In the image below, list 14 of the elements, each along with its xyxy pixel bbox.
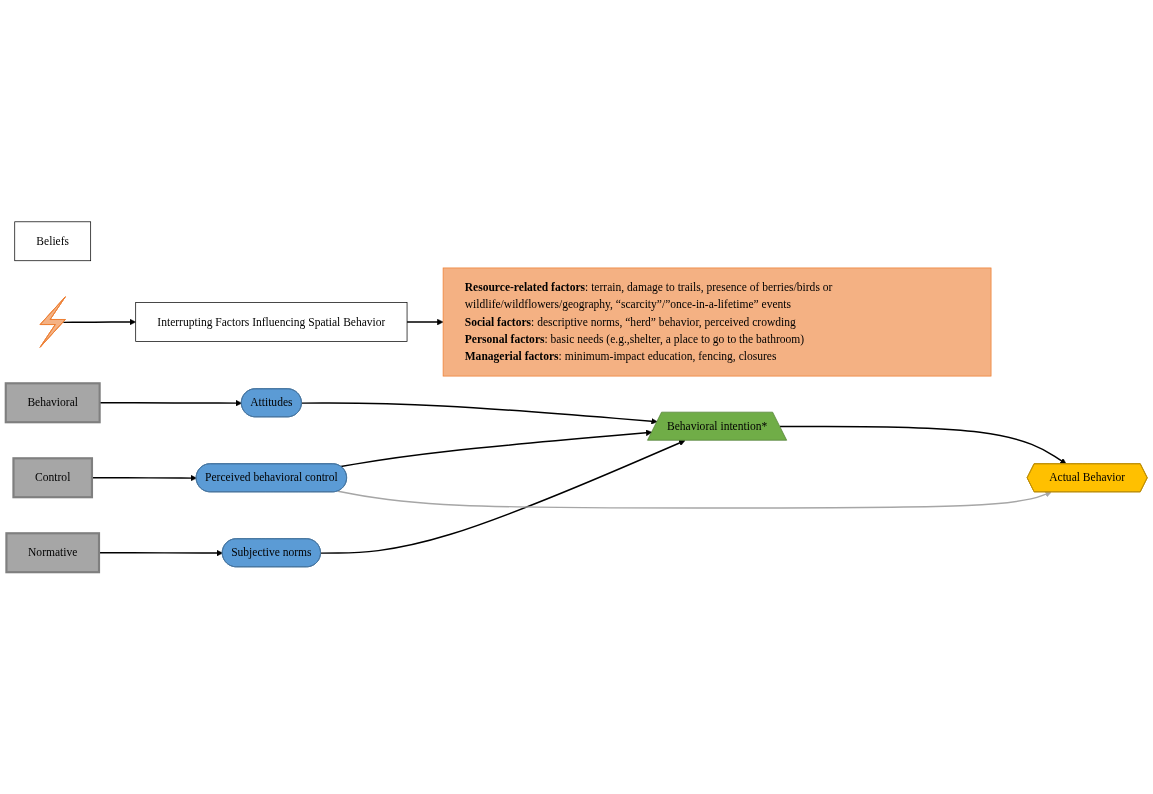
node-box: Normative [5, 532, 101, 574]
arrow [91, 474, 197, 482]
arrow [779, 425, 1067, 465]
node-box: Behavioral [4, 382, 101, 424]
arrow [62, 318, 136, 326]
arrow [320, 439, 686, 554]
arrow [340, 429, 653, 468]
node-box: Interrupting Factors Influencing Spatial Behavior [135, 302, 408, 342]
arrow [301, 402, 658, 425]
node-box: Beliefs [14, 221, 92, 262]
arrow [337, 490, 1052, 509]
node-box: Control [12, 457, 94, 499]
node-box: Resource-related factors: terrain, damage to trails, presence of berries/birds or wildlife/wildflowers/geography, “scarcity”/”once-in-a-lifetime” events Social factors: descriptive norms, “herd” behavior, perceived crowding Personal factors: basic needs (e.g.,shelter, a place to go to the bathroom) Managerial factors: minimum-impact education, fencing, closures [442, 267, 992, 377]
arrow [406, 318, 444, 326]
